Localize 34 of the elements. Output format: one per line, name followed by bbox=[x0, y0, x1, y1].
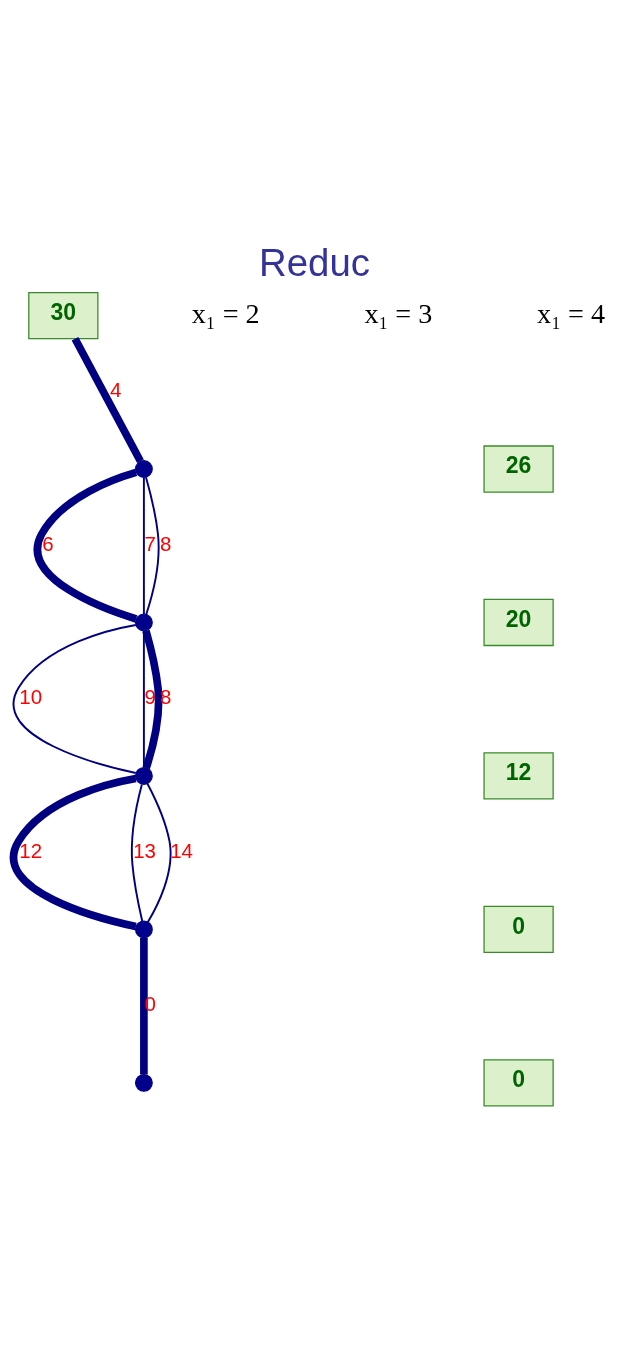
connector bbox=[130, 782, 144, 922]
node-box: 20 bbox=[483, 598, 554, 646]
label: x₁ = 4 bbox=[537, 297, 605, 329]
node-box: 0 bbox=[483, 905, 554, 953]
connector bbox=[140, 937, 148, 1074]
node-circle bbox=[134, 766, 153, 785]
diagram-title: Reduc bbox=[259, 240, 370, 284]
node-circle bbox=[134, 459, 153, 478]
node-box: 0 bbox=[483, 1058, 554, 1107]
connector bbox=[12, 623, 137, 774]
node-box: 30 bbox=[28, 291, 99, 339]
node-circle bbox=[134, 613, 153, 631]
node-circle bbox=[134, 1073, 153, 1092]
edge-label: 13 bbox=[133, 838, 156, 862]
node-box: 12 bbox=[483, 751, 554, 800]
edge-label: 10 bbox=[19, 684, 43, 708]
label: x₁ = 2 bbox=[191, 297, 260, 329]
label: x₁ = 3 bbox=[364, 297, 433, 329]
node-circle bbox=[134, 919, 153, 938]
edge-label: 4 bbox=[110, 377, 122, 401]
connector bbox=[145, 475, 160, 615]
node-box: 26 bbox=[483, 444, 554, 493]
connector bbox=[142, 476, 145, 615]
edge-label: 12 bbox=[19, 838, 43, 862]
connector bbox=[142, 629, 163, 769]
edge-label: 7 bbox=[144, 531, 156, 555]
edge-label: 14 bbox=[170, 838, 194, 862]
connector bbox=[71, 336, 144, 463]
connector bbox=[10, 774, 137, 930]
connector bbox=[146, 782, 172, 923]
edge-label: 8 bbox=[159, 531, 172, 555]
connector bbox=[33, 468, 138, 623]
edge-label: 9 bbox=[144, 684, 156, 708]
edge-label: 6 bbox=[42, 531, 54, 555]
